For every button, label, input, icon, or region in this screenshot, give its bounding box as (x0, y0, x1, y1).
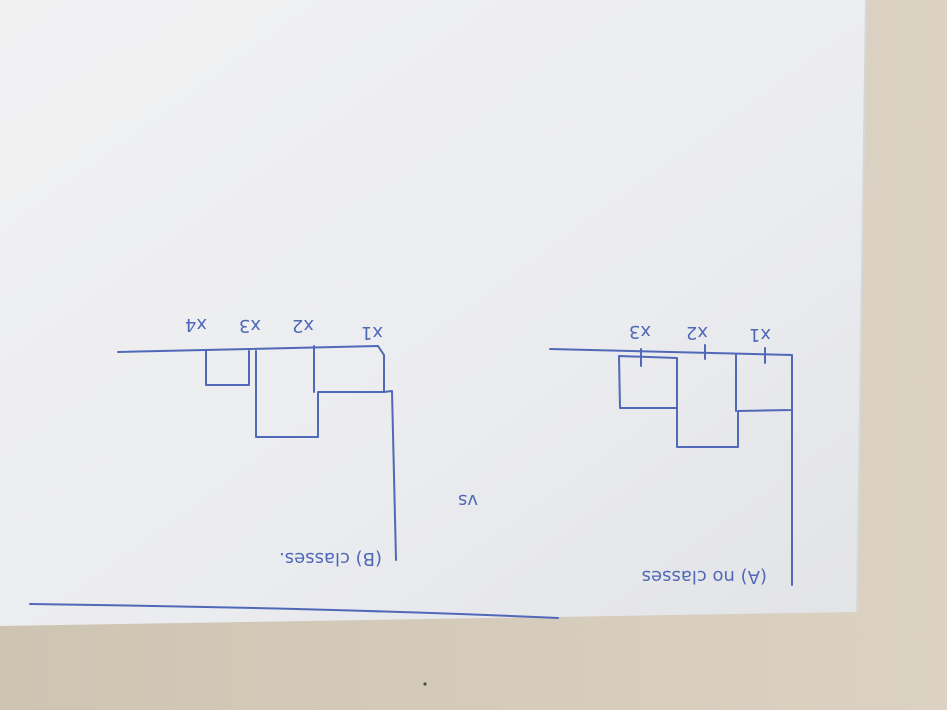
left-label-x2: x2 (292, 315, 314, 336)
left-label-x3: x3 (239, 315, 261, 336)
left-diagram-outline (117, 345, 385, 438)
left-diagram-axis (383, 390, 397, 561)
right-label-x2: x2 (686, 322, 708, 343)
right-diagram-outline (549, 348, 793, 448)
left-label-x4: x4 (185, 314, 207, 335)
right-label-x1: x1 (749, 324, 771, 345)
paper-edge (856, 0, 867, 613)
left-caption: (B) classes. (279, 548, 382, 569)
paper-sheet (0, 0, 866, 626)
right-diagram: x1 x2 x3 (A) no classes (549, 321, 793, 587)
middle-vs-label: vs (458, 490, 478, 511)
left-diagram-box-small (205, 350, 250, 386)
bottom-pen-line (29, 603, 559, 619)
right-caption: (A) no classes (642, 566, 767, 587)
right-label-x3: x3 (629, 321, 651, 342)
dust-speck (423, 682, 427, 686)
left-label-x1: x1 (361, 322, 383, 343)
left-diagram: x1 x2 x3 x4 (B) classes. (117, 314, 397, 569)
right-diagram-ticks (640, 344, 766, 367)
